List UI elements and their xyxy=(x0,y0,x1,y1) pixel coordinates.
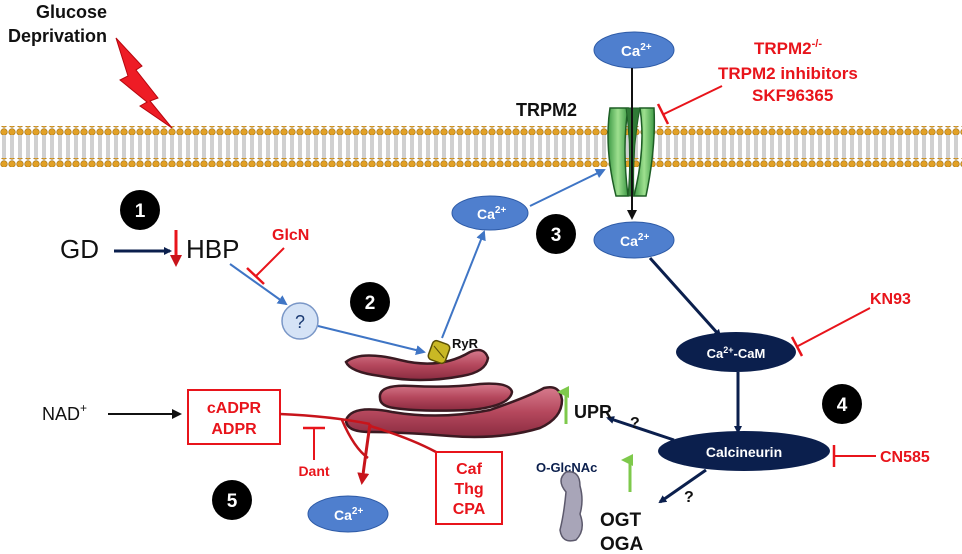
kn93-inhibition-line xyxy=(790,307,871,357)
svg-text:Ca2+-CaM: Ca2+-CaM xyxy=(707,345,766,361)
o-glcnac-label: O-GlcNAc xyxy=(536,460,597,475)
arrow-calcineurin-ogt xyxy=(658,468,707,504)
step-badge-5: 5 xyxy=(212,480,252,520)
ca-released-sup: 2+ xyxy=(352,506,364,517)
step-badge-2: 2 xyxy=(350,282,390,322)
trpm2-knockout-label: TRPM2-/- xyxy=(754,38,822,58)
ca-extracellular-sup: 2+ xyxy=(640,42,652,53)
arrow-calcineurin-upr xyxy=(606,416,675,442)
trpm2-knockout-text: TRPM2 xyxy=(754,39,812,58)
arrow-hbp-unknown xyxy=(229,263,288,306)
ca-pump-inhibitor-box: Caf Thg CPA xyxy=(435,451,503,525)
ca-cam-base: Ca xyxy=(707,346,724,361)
plasma-membrane xyxy=(0,126,962,167)
thg-label: Thg xyxy=(454,481,483,498)
svg-text:Ca2+: Ca2+ xyxy=(621,42,652,60)
cpa-label: CPA xyxy=(453,501,486,518)
upr-label: UPR xyxy=(574,402,612,422)
svg-text:5: 5 xyxy=(227,491,238,512)
cadpr-box: cADPR ADPR xyxy=(187,389,281,445)
trpm2-label: TRPM2 xyxy=(516,100,577,120)
er-leak-curve xyxy=(340,419,369,460)
svg-text:2: 2 xyxy=(365,293,376,314)
calcineurin-label: Calcineurin xyxy=(706,444,782,460)
glcn-label: GlcN xyxy=(272,227,309,244)
svg-text:Ca2+: Ca2+ xyxy=(620,232,649,249)
step-badge-4: 4 xyxy=(822,384,862,424)
arrow-unknown-ryr xyxy=(317,325,426,355)
protein-icon xyxy=(559,471,583,542)
cadpr-label: cADPR xyxy=(207,400,262,417)
ca-cytosolic-2-sup: 2+ xyxy=(638,232,650,243)
hbp-label: HBP xyxy=(186,234,239,264)
lightning-bolt-icon xyxy=(115,37,173,129)
trpm2-knockout-sup: -/- xyxy=(812,38,823,50)
glcn-inhibition-line xyxy=(246,247,285,285)
ryr-channel-icon xyxy=(427,339,451,365)
ca-cam-sup: 2+ xyxy=(723,345,733,355)
ogt-question-mark: ? xyxy=(684,489,694,506)
endoplasmic-reticulum xyxy=(344,348,564,439)
upr-question-mark: ? xyxy=(630,415,640,432)
ogt-label: OGT xyxy=(600,510,642,531)
trpm2-inhibitors-label: TRPM2 inhibitors xyxy=(718,64,858,83)
trpm2-inhibition-line xyxy=(656,85,723,125)
ca-released-label: Ca xyxy=(334,507,352,523)
ca-released: Ca2+ xyxy=(307,495,389,533)
adpr-label: ADPR xyxy=(211,421,257,438)
ca-cytosolic-1-label: Ca xyxy=(477,206,495,222)
oga-label: OGA xyxy=(600,534,644,554)
cn585-label: CN585 xyxy=(880,449,930,466)
svg-text:1: 1 xyxy=(135,201,146,222)
stimulus-label-line2: Deprivation xyxy=(8,26,107,46)
pump-to-er-line xyxy=(369,424,437,454)
svg-text:?: ? xyxy=(295,312,305,332)
arrow-ca-trpm2 xyxy=(529,169,606,207)
dant-label: Dant xyxy=(298,463,329,479)
calcineurin-node: Calcineurin xyxy=(658,431,830,471)
gd-label: GD xyxy=(60,234,99,264)
nad-label: NAD+ xyxy=(42,401,87,424)
ca-extracellular: Ca2+ xyxy=(593,31,675,69)
ca-cam-suffix: -CaM xyxy=(734,346,766,361)
skf96365-label: SKF96365 xyxy=(752,86,833,105)
ca-cytosolic-2-label: Ca xyxy=(620,233,638,249)
caf-label: Caf xyxy=(456,461,482,478)
svg-text:Ca2+: Ca2+ xyxy=(477,205,506,222)
er-release-arrow xyxy=(357,423,372,485)
ryr-label: RyR xyxy=(452,336,479,351)
svg-text:3: 3 xyxy=(551,225,562,246)
nad-base: NAD xyxy=(42,404,80,424)
kn93-label: KN93 xyxy=(870,291,911,308)
ca-cam-node: Ca2+-CaM xyxy=(676,332,796,372)
ca-extracellular-label: Ca xyxy=(621,43,641,60)
arrow-ca-cam xyxy=(648,256,722,338)
arrow-ryr-ca xyxy=(441,230,486,339)
step-badge-3: 3 xyxy=(536,214,576,254)
svg-text:Ca2+: Ca2+ xyxy=(334,506,363,523)
unknown-mediator: ? xyxy=(281,302,319,340)
ca-cytosolic-1: Ca2+ xyxy=(451,195,529,231)
nad-sup: + xyxy=(80,401,87,415)
ca-cytosolic-1-sup: 2+ xyxy=(495,205,507,216)
step-badge-1: 1 xyxy=(120,190,160,230)
ca-cytosolic-2: Ca2+ xyxy=(593,221,675,259)
cadpr-to-er-line xyxy=(279,412,371,426)
svg-text:4: 4 xyxy=(837,395,848,416)
stimulus-label-line1: Glucose xyxy=(36,2,107,22)
